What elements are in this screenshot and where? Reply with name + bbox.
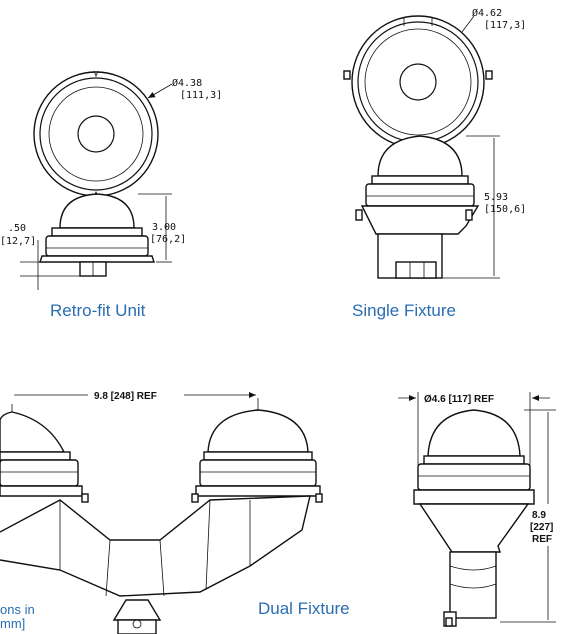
- retrofit-caption: Retro-fit Unit: [50, 301, 146, 320]
- single-top-view: [343, 15, 493, 149]
- dual-units-note-line2: mm]: [0, 616, 25, 631]
- retrofit-diameter-mm-label: [111,3]: [180, 90, 222, 101]
- single-side-view: [355, 135, 480, 279]
- dual-caption: Dual Fixture: [258, 599, 350, 618]
- single-height-dimension: 5.93 [150,6]: [440, 135, 526, 279]
- dual-spacing-label: 9.8 [248] REF: [94, 391, 157, 402]
- retrofit-base-height-mm-label: [12,7]: [0, 236, 36, 247]
- single-diameter-callout: Ø4.62 [117,3]: [461, 7, 526, 33]
- retrofit-height-mm-label: [76,2]: [150, 234, 186, 245]
- dual-side-view: [413, 409, 535, 627]
- side-height-label-3: REF: [532, 534, 552, 545]
- retrofit-height-label: 3.00: [152, 222, 176, 233]
- dual-spacing-dimension: 9.8 [248] REF: [11, 391, 259, 412]
- single-height-mm-label: [150,6]: [484, 204, 526, 215]
- side-height-label-1: 8.9: [532, 510, 546, 521]
- retrofit-base-dimension: .50 [12,7]: [0, 223, 80, 290]
- side-height-dimension: 8.9 [227] REF: [500, 409, 556, 623]
- retrofit-diameter-label: Ø4.38: [172, 77, 202, 89]
- single-diameter-mm-label: [117,3]: [484, 20, 526, 31]
- single-caption: Single Fixture: [352, 301, 456, 320]
- side-diameter-dimension: Ø4.6 [117] REF: [398, 392, 550, 466]
- single-diameter-label: Ø4.62: [472, 7, 502, 19]
- retrofit-height-dimension: 3.00 [76,2]: [138, 193, 186, 263]
- dual-fixture-view: [0, 409, 323, 634]
- retrofit-base-height-label: .50: [8, 223, 26, 234]
- retrofit-diameter-callout: Ø4.38 [111,3]: [147, 77, 222, 101]
- side-diameter-label: Ø4.6 [117] REF: [424, 394, 494, 405]
- side-height-label-2: [227]: [530, 522, 553, 533]
- retrofit-side-view: [39, 193, 155, 277]
- single-height-label: 5.93: [484, 192, 508, 203]
- dual-units-note-line1: ons in: [0, 602, 35, 617]
- retrofit-top-view: [33, 70, 159, 198]
